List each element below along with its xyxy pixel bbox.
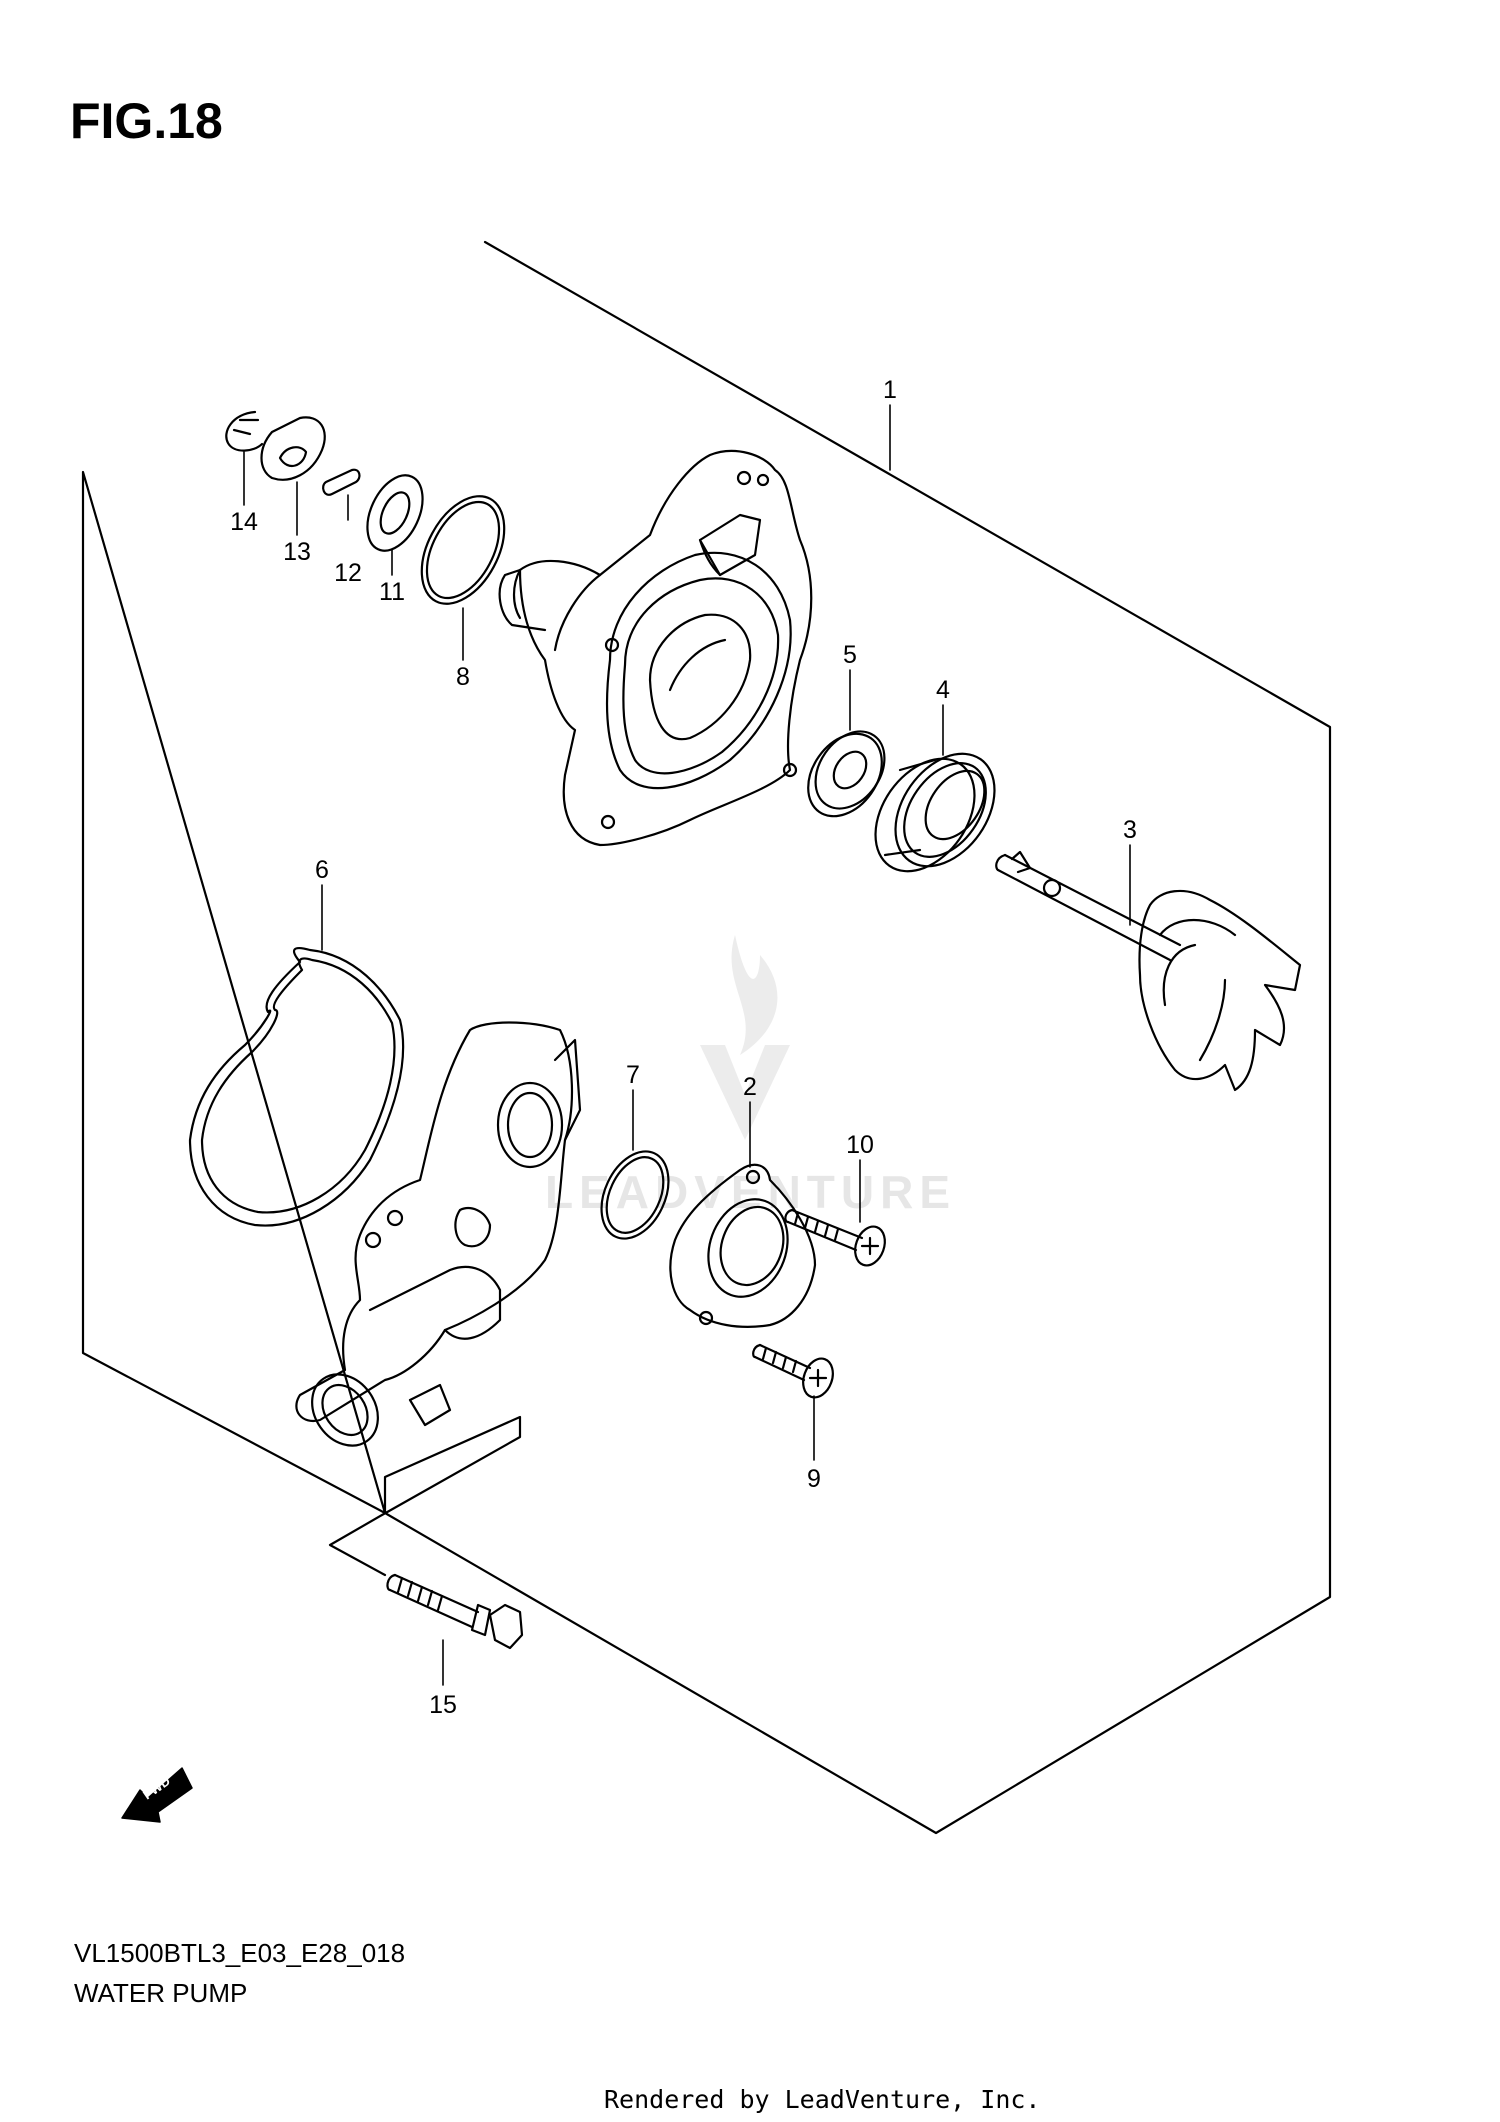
part-15-bolt [386,1573,524,1650]
callout-1: 1 [883,376,897,404]
callout-9: 9 [807,1465,821,1493]
callout-12: 12 [334,559,362,587]
part-4-mechanical-seal [874,752,996,873]
part-8-o-ring [420,495,506,605]
assembly-outline [81,240,1332,1835]
part-12-pin [322,468,361,496]
leader-lines [243,404,1131,1686]
part-3-impeller-shaft [995,850,1302,1092]
callout-5: 5 [843,641,857,669]
callout-labels: 1 2 3 4 5 6 7 8 9 10 11 12 13 14 15 [230,376,1137,1719]
callout-15: 15 [429,1691,457,1719]
diagram-name: WATER PUMP [74,1978,248,2008]
callout-3: 3 [1123,816,1137,844]
pump-cover [295,1021,582,1447]
part-11-washer [366,474,424,552]
callout-10: 10 [846,1131,874,1159]
part-13-lever [260,416,326,481]
figure-title: FIG.18 [70,93,223,149]
callout-6: 6 [315,856,329,884]
part-5-seal [807,730,886,818]
callout-4: 4 [936,676,950,704]
callout-11: 11 [379,578,405,606]
callout-2: 2 [743,1073,757,1101]
part-6-gasket [188,946,405,1227]
callout-14: 14 [230,508,258,536]
rendered-by-credit: Rendered by LeadVenture, Inc. [604,2085,1041,2114]
part-7-o-ring [600,1150,670,1240]
callout-8: 8 [456,663,470,691]
callout-13: 13 [283,538,311,566]
part-10-screw [784,1208,886,1267]
model-code: VL1500BTL3_E03_E28_018 [74,1938,406,1968]
part-2-inlet-fitting [669,1163,817,1328]
part-1-pump-body [498,450,813,847]
fwd-arrow-icon: FWD [121,1767,193,1823]
callout-7: 7 [626,1061,640,1089]
part-9-screw [752,1343,834,1399]
part-14-e-clip [225,410,264,452]
